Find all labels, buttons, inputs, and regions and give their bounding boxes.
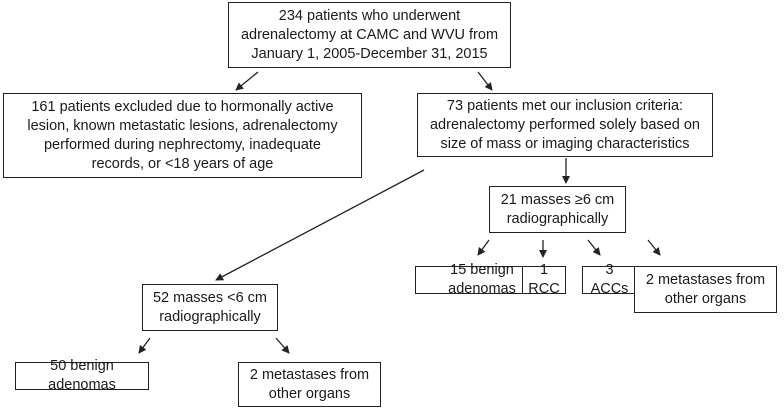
node-root: 234 patients who underwent adrenalectomy… bbox=[228, 2, 511, 68]
node-large-masses: 21 masses ≥6 cm radiographically bbox=[489, 186, 626, 233]
node-large-mets: 2 metastases from other organs bbox=[634, 266, 777, 313]
arrow-small-to-mets bbox=[275, 337, 290, 354]
arrow-root-to-excluded bbox=[235, 71, 259, 91]
node-excluded: 161 patients excluded due to hormonally … bbox=[3, 93, 362, 178]
arrow-large-to-acc bbox=[587, 239, 601, 256]
node-small-mets: 2 metastases from other organs bbox=[238, 362, 381, 407]
node-large-acc: 3 ACCs bbox=[582, 262, 637, 297]
arrow-root-to-included bbox=[477, 71, 493, 91]
node-small-masses: 52 masses <6 cm radiographically bbox=[142, 284, 278, 331]
arrow-large-to-benign bbox=[477, 239, 490, 256]
node-included: 73 patients met our inclusion criteria: … bbox=[417, 93, 713, 157]
arrow-included-to-small bbox=[215, 169, 425, 281]
arrow-large-to-mets bbox=[647, 239, 661, 256]
node-small-benign: 50 benign adenomas bbox=[15, 358, 149, 393]
node-large-rcc: 1 RCC bbox=[522, 262, 566, 297]
arrow-small-to-benign bbox=[138, 337, 151, 354]
